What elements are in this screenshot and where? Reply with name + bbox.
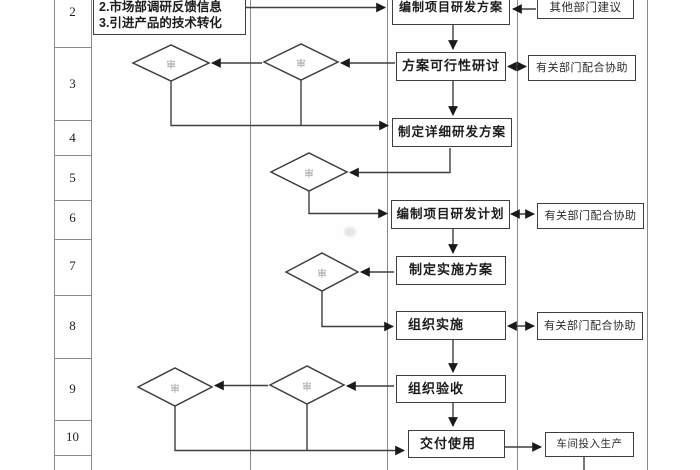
step-detailed-rnd-plan-box: 制定详细研发方案 bbox=[392, 118, 512, 147]
row-number-4: 4 bbox=[69, 130, 76, 145]
review-label-row9-right: 审 bbox=[302, 382, 312, 393]
step-deliver-for-use-box: 交付使用 bbox=[408, 430, 505, 458]
step-implementation-plan-box: 制定实施方案 bbox=[396, 256, 506, 285]
row-number-3: 3 bbox=[69, 76, 76, 91]
input-sources-box: 2.市场部调研反馈信息 3.引进产品的技术转化 bbox=[93, 0, 246, 35]
decision-diamonds bbox=[131, 43, 360, 407]
diamond-row9-left bbox=[136, 367, 214, 407]
flow-connectors bbox=[170, 2, 585, 470]
diamond-row7 bbox=[284, 252, 360, 292]
input-source-line-2: 2.市场部调研反馈信息 bbox=[99, 0, 222, 14]
row-number-5: 5 bbox=[69, 170, 76, 185]
review-label-row9-left: 审 bbox=[170, 384, 180, 395]
row-number-separators bbox=[54, 47, 91, 456]
input-source-line-3: 3.引进产品的技术转化 bbox=[99, 16, 222, 30]
row-number-6: 6 bbox=[69, 210, 76, 225]
step-compile-rnd-schedule-box: 编制项目研发计划 bbox=[391, 200, 510, 229]
review-label-row3-right: 审 bbox=[296, 59, 306, 70]
related-departments-assist-box-row3: 有关部门配合协助 bbox=[528, 55, 636, 81]
diamond-row3-right bbox=[262, 43, 340, 81]
other-department-suggestions-box: 其他部门建议 bbox=[537, 0, 634, 19]
related-departments-assist-box-row6: 有关部门配合协助 bbox=[537, 203, 644, 229]
row-number-10: 10 bbox=[66, 429, 79, 444]
diamond-row5 bbox=[269, 152, 349, 192]
step-organize-implementation-box: 组织实施 bbox=[396, 311, 506, 340]
workshop-production-box: 车间投入生产 bbox=[545, 432, 634, 457]
row-number-2: 2 bbox=[69, 4, 76, 19]
diamond-row3-left bbox=[131, 44, 211, 82]
step-feasibility-discussion-box: 方案可行性研讨 bbox=[396, 52, 506, 81]
row-number-7: 7 bbox=[69, 258, 76, 273]
row-number-8: 8 bbox=[69, 318, 76, 333]
diamond-row9-right bbox=[268, 365, 346, 405]
related-departments-assist-box-row8: 有关部门配合协助 bbox=[537, 312, 643, 340]
review-label-row5: 审 bbox=[304, 169, 314, 180]
step-organize-acceptance-box: 组织验收 bbox=[396, 375, 506, 403]
watermark-smudge bbox=[344, 227, 356, 237]
row-number-9: 9 bbox=[69, 381, 76, 396]
step-compile-rnd-proposal-box: 编制项目研发方案 bbox=[392, 0, 510, 25]
swimlane-column-lines bbox=[54, 0, 648, 470]
review-label-row7: 审 bbox=[317, 269, 327, 280]
review-label-row3-left: 审 bbox=[166, 60, 176, 71]
